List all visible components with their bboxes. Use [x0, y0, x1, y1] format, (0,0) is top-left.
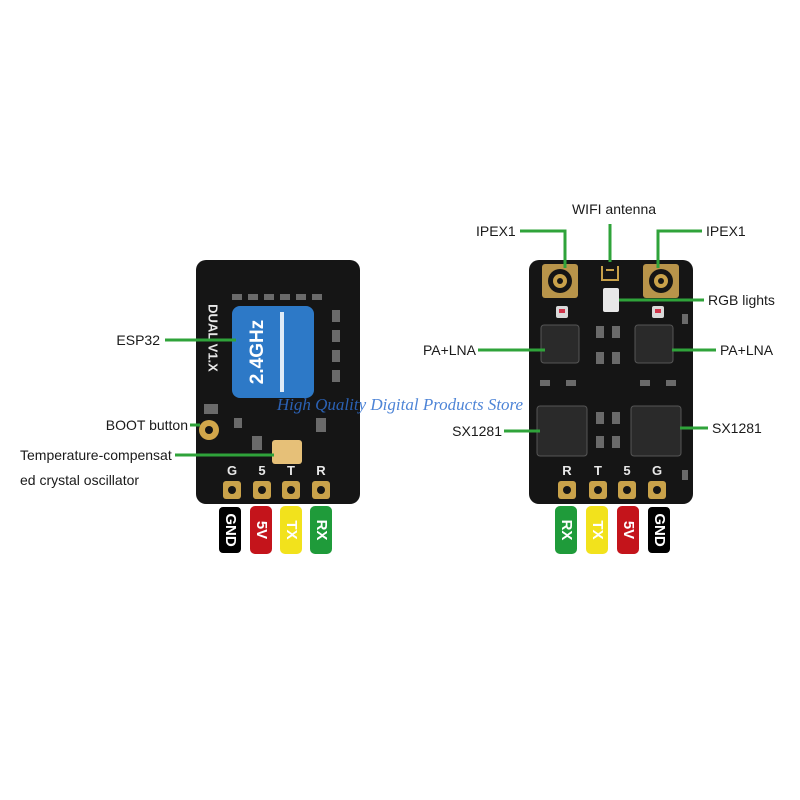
right-solder-pads	[558, 481, 666, 499]
left-callouts: ESP32 BOOT button Temperature-compensat …	[20, 332, 274, 488]
callout-esp32: ESP32	[116, 332, 160, 348]
callout-wifi-antenna: WIFI antenna	[572, 201, 656, 217]
tcxo-crystal	[272, 440, 302, 464]
callout-tcxo-line1: Temperature-compensat	[20, 447, 172, 463]
callout-pa-lna-right: PA+LNA	[720, 342, 774, 358]
pin-letter: R	[562, 463, 572, 478]
pin-letter: T	[287, 463, 295, 478]
pin-letter: R	[316, 463, 326, 478]
store-watermark: High Quality Digital Products Store	[276, 395, 524, 414]
right-pin-letters: R T 5 G	[562, 463, 662, 478]
callout-tcxo-line2: ed crystal oscillator	[20, 472, 139, 488]
wire-tag-label: TX	[589, 520, 606, 539]
right-wire-tags: RX TX 5V GND	[555, 505, 672, 555]
wire-tag-label: RX	[558, 520, 575, 541]
wire-tag-label: GND	[222, 513, 239, 547]
wifi-antenna-trace	[601, 266, 619, 281]
chip-label: 2.4GHz	[247, 320, 268, 384]
callout-ipex-left: IPEX1	[476, 223, 516, 239]
left-receiver-board: 2.4GHz DUAL V1.X G 5 T R GND 5V TX	[196, 260, 360, 555]
pa-lna-chip-right	[634, 324, 674, 364]
wire-tag-label: TX	[283, 520, 300, 539]
right-receiver-board: R T 5 G RX TX 5V GND	[529, 260, 693, 555]
wire-tag-label: GND	[651, 513, 668, 547]
callout-sx1281-right: SX1281	[712, 420, 762, 436]
esp32-chip	[232, 306, 314, 398]
callout-rgb-lights: RGB lights	[708, 292, 775, 308]
pin-letter: G	[652, 463, 662, 478]
pin-letter: 5	[258, 463, 265, 478]
pin-letter: T	[594, 463, 602, 478]
wire-tag-label: RX	[313, 520, 330, 541]
left-solder-pads	[223, 481, 330, 499]
rgb-led	[603, 288, 619, 312]
pa-lna-chip-left	[540, 324, 580, 364]
left-wire-tags: GND 5V TX RX	[217, 505, 332, 555]
pin-letter: G	[227, 463, 237, 478]
left-pin-letters: G 5 T R	[227, 463, 326, 478]
callout-sx1281-left: SX1281	[452, 423, 502, 439]
wire-tag-label: 5V	[253, 521, 270, 539]
callout-boot-button: BOOT button	[106, 417, 188, 433]
sx1281-chip-left	[536, 405, 588, 457]
sx1281-chip-right	[630, 405, 682, 457]
callout-pa-lna-left: PA+LNA	[423, 342, 477, 358]
silkscreen-model: DUAL V1.X	[206, 304, 221, 372]
pin-letter: 5	[623, 463, 630, 478]
wire-tag-label: 5V	[620, 521, 637, 539]
callout-ipex-right: IPEX1	[706, 223, 746, 239]
right-callouts: WIFI antenna IPEX1 IPEX1 RGB lights PA+L…	[423, 201, 775, 439]
